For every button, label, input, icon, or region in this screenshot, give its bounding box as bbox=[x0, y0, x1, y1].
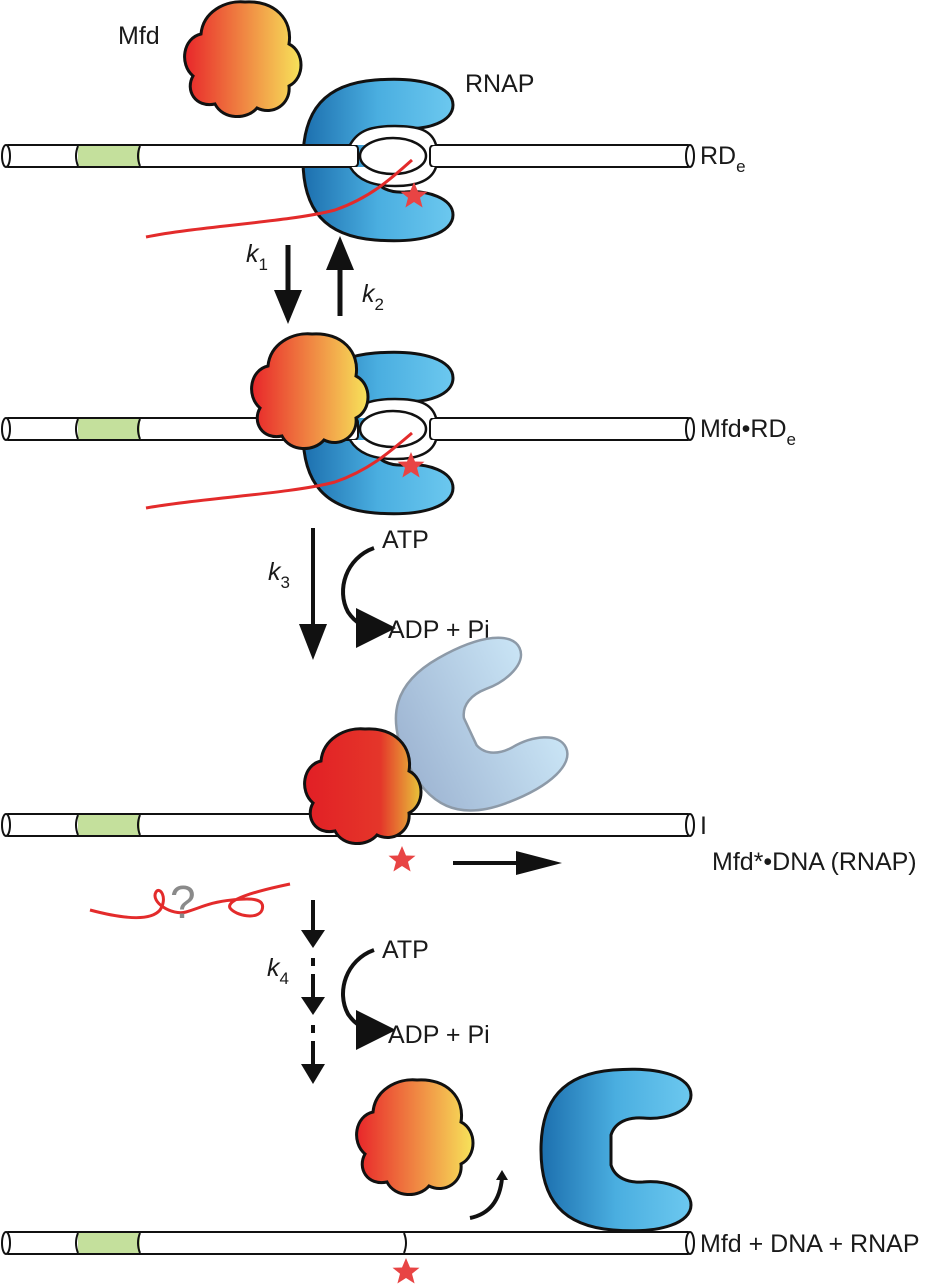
mfd-protein-translocating bbox=[303, 727, 423, 846]
atp-label: ATP bbox=[382, 936, 429, 964]
k1-label: k1 bbox=[246, 240, 268, 274]
k3-label: k3 bbox=[268, 558, 290, 592]
promoter-region bbox=[78, 146, 140, 166]
mfd-protein-free bbox=[183, 0, 303, 119]
adp-pi-label: ADP + Pi bbox=[388, 616, 490, 644]
k1-k2-equilibrium: k1 k2 bbox=[246, 236, 384, 324]
k4-label: k4 bbox=[267, 954, 289, 988]
promoter-region bbox=[78, 419, 140, 439]
rnap-released bbox=[539, 1067, 693, 1233]
transcription-bubble bbox=[348, 397, 438, 461]
state-2-label: Mfd•RDe bbox=[700, 415, 796, 449]
release-arrow bbox=[469, 1177, 504, 1220]
k3-step: k3 ATP ADP + Pi bbox=[268, 526, 490, 660]
rna-transcript bbox=[145, 431, 413, 510]
question-mark: ? bbox=[170, 876, 196, 928]
promoter-region bbox=[78, 815, 140, 835]
mfd-label: Mfd bbox=[118, 22, 160, 50]
released-rna bbox=[89, 882, 291, 920]
k4-step: k4 ATP ADP + Pi bbox=[267, 900, 490, 1084]
mfd-protein-released bbox=[355, 1078, 475, 1197]
state-3-code: I bbox=[700, 812, 707, 840]
k2-label: k2 bbox=[362, 280, 384, 314]
lesion-star bbox=[388, 846, 416, 872]
state-4-released: Mfd + DNA + RNAP bbox=[1, 1067, 920, 1284]
dna-duplex bbox=[1, 144, 695, 168]
state-1-label: RDe bbox=[700, 142, 746, 176]
adp-pi-label: ADP + Pi bbox=[388, 1021, 490, 1049]
atp-hydrolysis-arrow bbox=[341, 546, 396, 648]
promoter-region bbox=[78, 1233, 140, 1253]
lesion-star bbox=[392, 1258, 420, 1284]
dna-duplex bbox=[1, 1231, 695, 1255]
transcription-bubble bbox=[348, 124, 438, 188]
atp-hydrolysis-arrow bbox=[341, 948, 396, 1050]
state-1-rde: Mfd RNAP RDe bbox=[1, 0, 746, 243]
rna-transcript bbox=[145, 158, 414, 239]
state-3-intermediate: ? I Mfd*•DNA (RNAP) bbox=[1, 623, 917, 928]
mfd-protein-bound bbox=[250, 332, 370, 451]
atp-label: ATP bbox=[382, 526, 429, 554]
state-2-mfd-rde: Mfd•RDe bbox=[1, 332, 796, 516]
state-4-label: Mfd + DNA + RNAP bbox=[700, 1230, 920, 1258]
rnap-label: RNAP bbox=[465, 70, 534, 98]
state-3-label: Mfd*•DNA (RNAP) bbox=[712, 848, 917, 876]
